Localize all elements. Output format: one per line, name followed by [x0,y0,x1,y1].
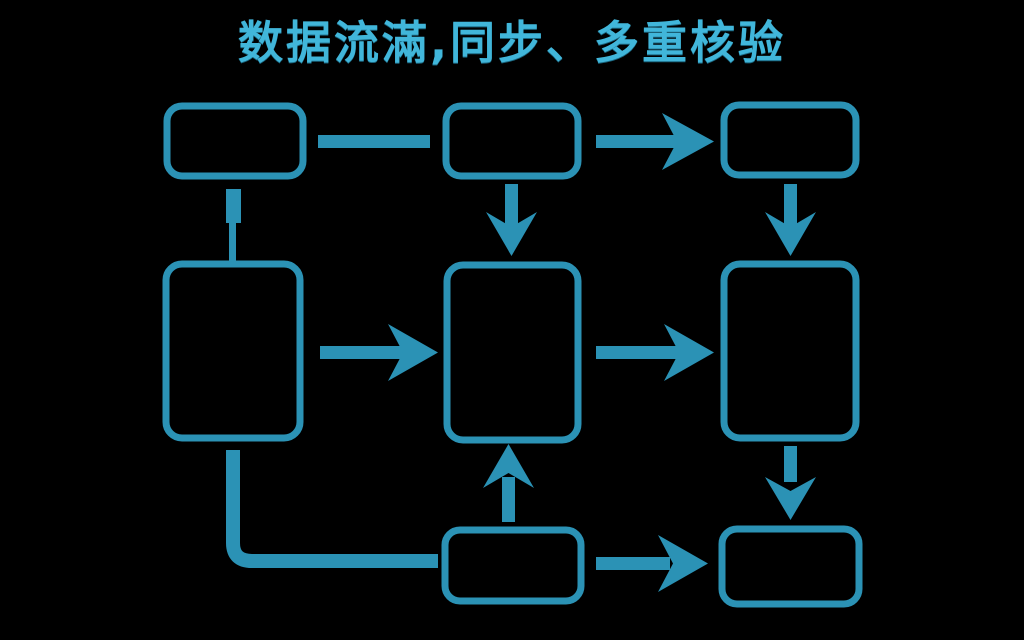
connector-middleleft-bottommiddle-elbow [226,450,438,568]
node-top-right [720,101,860,179]
node-top-left [163,102,307,180]
node-middle-right [720,260,860,442]
arrow-head-right [664,324,714,381]
arrow-head-down [486,212,537,256]
node-bottom-right [718,525,863,608]
arrow-shaft [320,346,404,359]
arrow-middleleft-middlecenter [320,324,438,381]
arrow-shaft [505,184,518,227]
arrow-bottommiddle-middlecenter [483,444,534,522]
arrow-head-down [765,477,816,520]
connector-topleft-middleleft [226,189,241,264]
connector-topleft-topmiddle [318,135,430,148]
arrow-shaft [784,184,797,227]
arrow-topmiddle-middlecenter [486,184,537,256]
node-middle-center [443,261,582,444]
arrow-topright-middleright [765,184,816,256]
diagram-title: 数据流滿,同步、多重核验 [237,16,787,69]
node-middle-left [162,260,304,442]
connector-stub-thick [226,189,241,223]
connector-stub-thin [229,220,236,264]
arrow-shaft [502,477,515,522]
arrow-head-down [765,212,816,256]
arrow-middlecenter-middleright [596,324,714,381]
arrow-shaft [784,446,797,482]
arrow-shaft [596,346,680,359]
node-top-middle [442,102,582,180]
arrow-bottommiddle-bottomright [596,535,708,592]
arrow-head-up [483,444,534,488]
arrow-head-right [662,113,714,170]
arrow-shaft [596,557,670,570]
flow-connectors [226,135,438,568]
arrow-head-right [388,324,438,381]
arrow-head-right [658,535,708,592]
arrow-topmiddle-topright [596,113,714,170]
arrow-shaft [596,135,680,148]
flow-nodes [162,101,863,608]
arrow-middleright-bottomright [765,446,816,520]
flow-arrows [320,113,816,592]
node-bottom-middle [441,526,585,605]
